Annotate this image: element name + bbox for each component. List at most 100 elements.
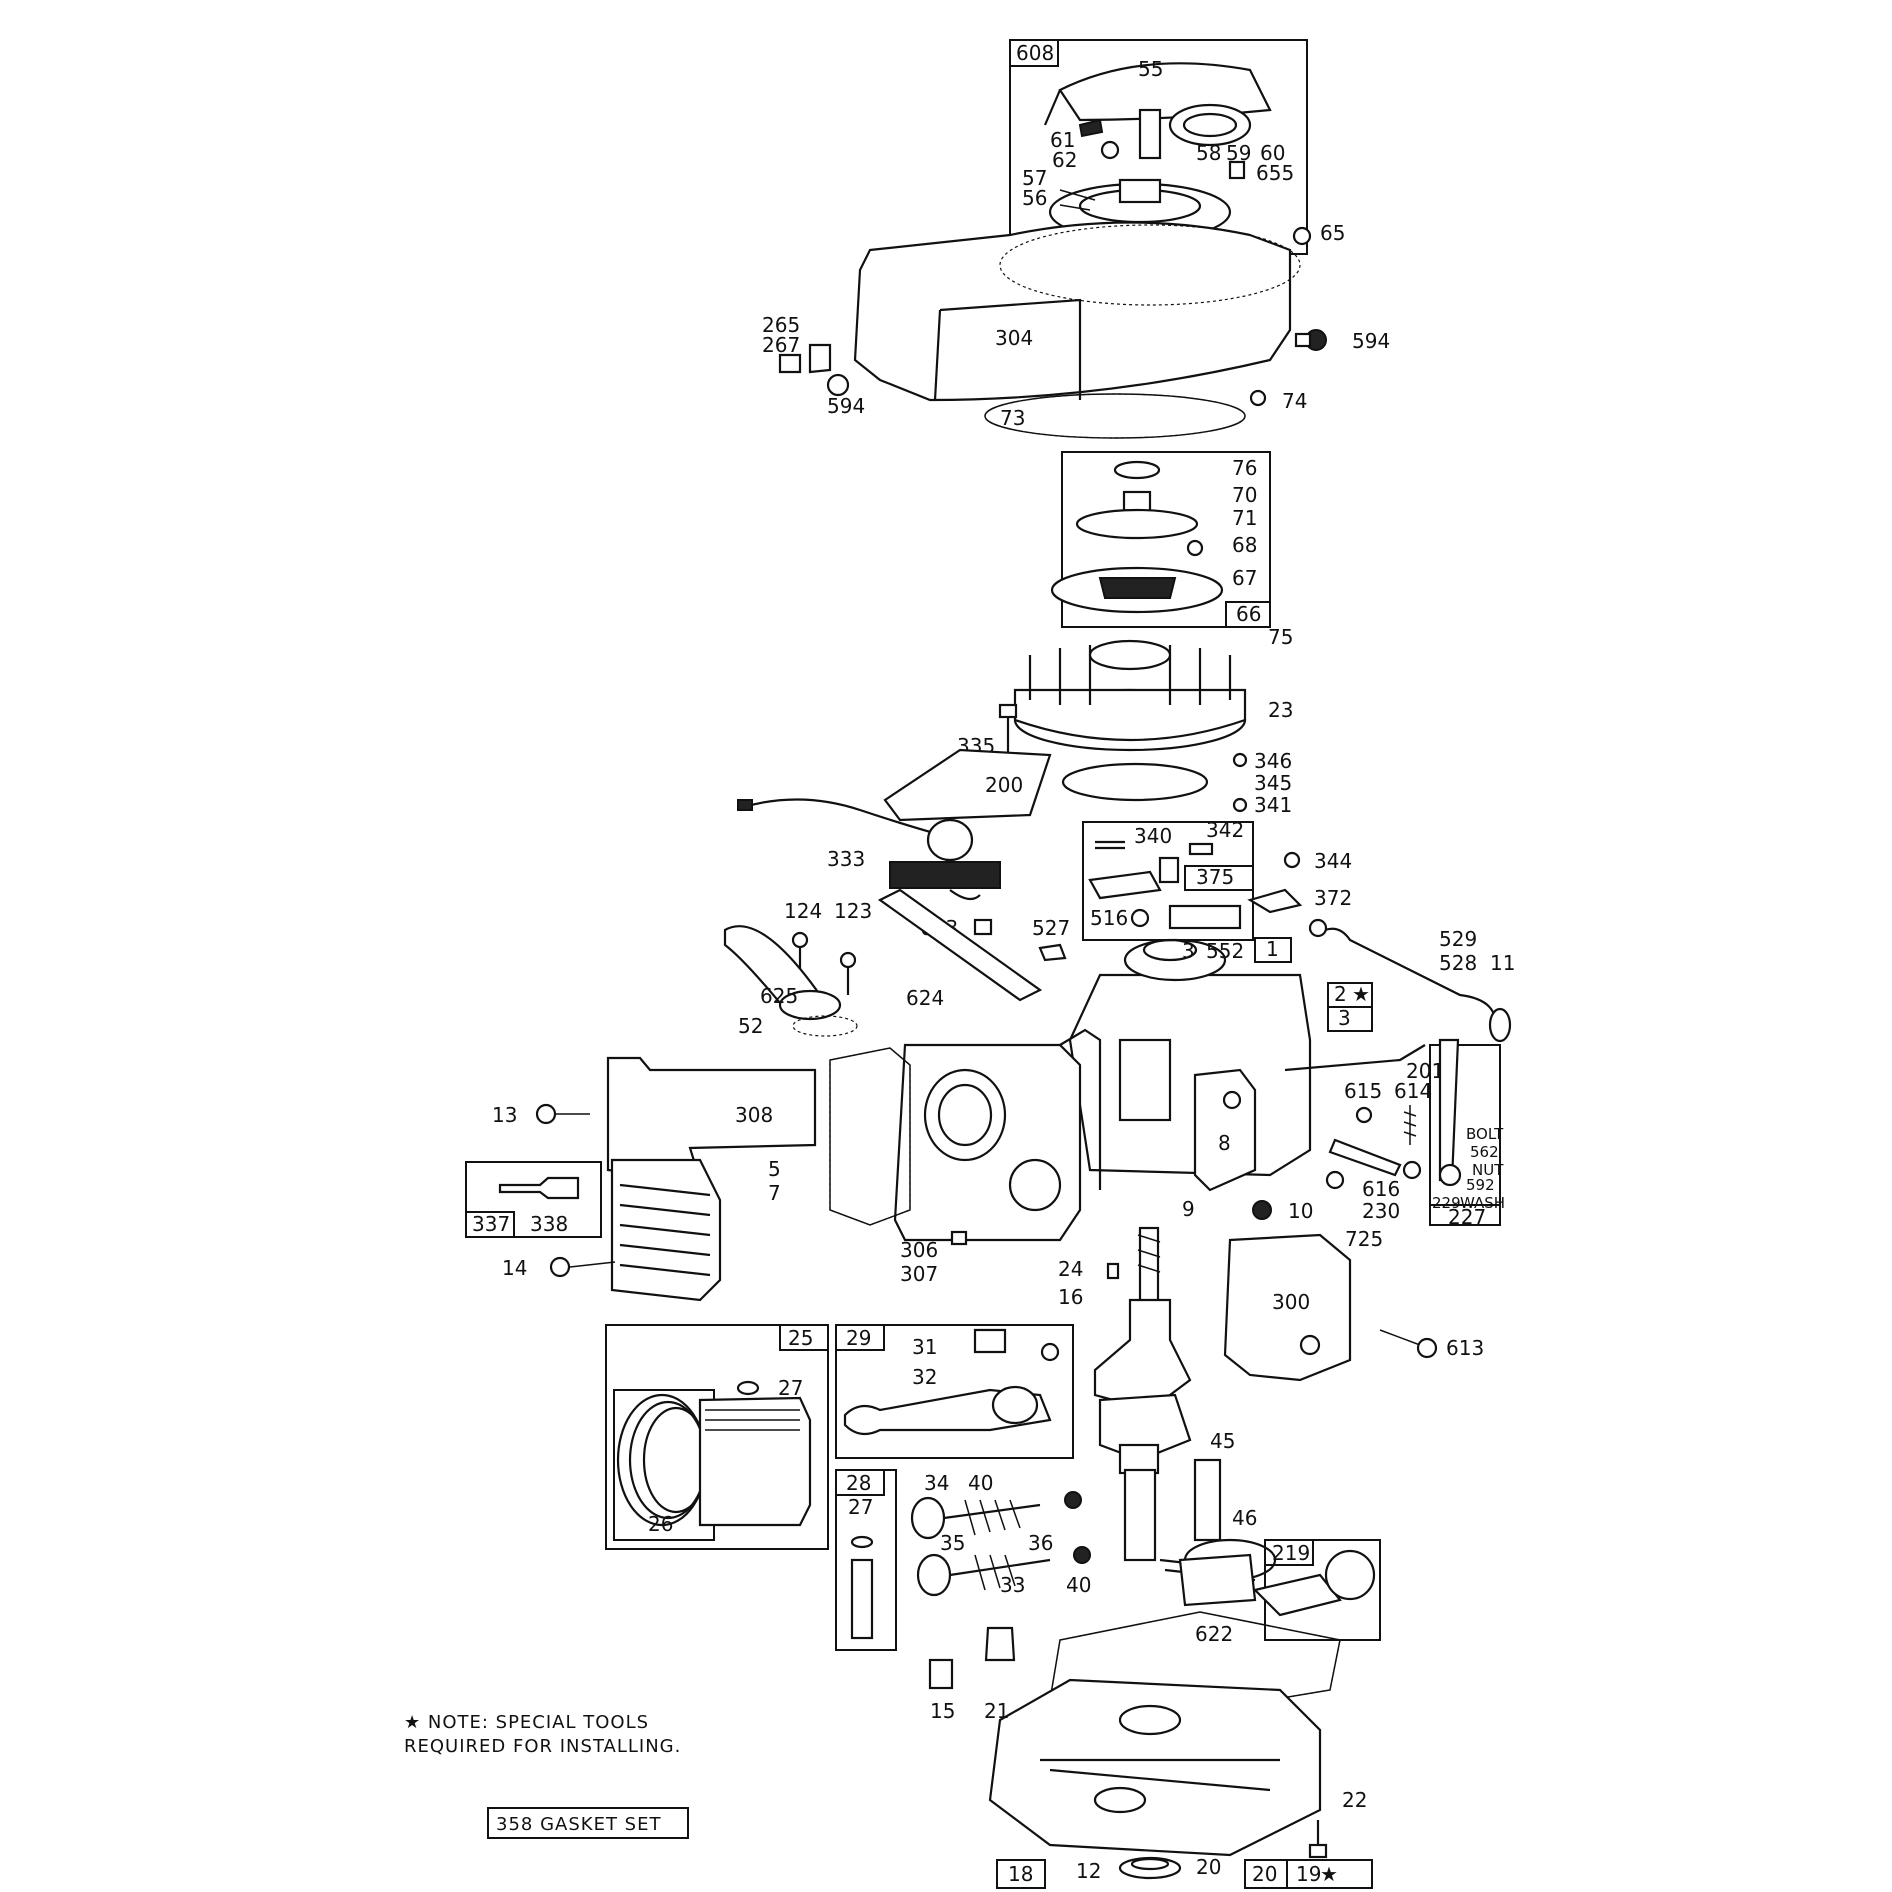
cam-gear [1178, 1553, 1257, 1607]
label-306: 306 [900, 1238, 938, 1262]
notes-group: ★ NOTE: SPECIAL TOOLS REQUIRED FOR INSTA… [404, 1712, 689, 1839]
sump-group: 622 15 21 22 20 12 18 20 19 ★ [928, 1611, 1373, 1889]
label-29: 29 [846, 1326, 871, 1350]
label-22: 22 [1342, 1788, 1367, 1812]
label-307: 307 [900, 1262, 938, 1286]
connecting-rod-group: 29 31 32 [835, 1324, 1074, 1459]
label-11: 11 [1490, 951, 1515, 975]
label-46: 46 [1232, 1506, 1257, 1530]
label-28: 28 [846, 1471, 871, 1495]
label-36: 36 [1028, 1531, 1053, 1555]
label-337: 337 [472, 1212, 510, 1236]
ignition-coil [889, 861, 1001, 889]
label-123: 123 [834, 899, 872, 923]
label-19: 19 [1296, 1862, 1321, 1886]
label-65: 65 [1320, 221, 1345, 245]
blower-housing [853, 221, 1292, 402]
label-592: 592 [1466, 1176, 1495, 1194]
governor-link [877, 888, 1043, 1002]
label-308: 308 [735, 1103, 773, 1127]
star-2: ★ [1352, 982, 1370, 1006]
label-201: 201 [1406, 1059, 1444, 1083]
label-552: 552 [1206, 939, 1244, 963]
label-5: 5 [768, 1157, 781, 1181]
label-622: 622 [1195, 1622, 1233, 1646]
label-3-box: 3 [1338, 1006, 1351, 1030]
label-20-seal: 20 [1196, 1855, 1221, 1879]
clutch-assembly-group: 66 76 70 71 68 67 [1050, 451, 1271, 628]
label-594-right: 594 [1352, 329, 1390, 353]
label-62: 62 [1052, 148, 1077, 172]
label-27-bottom: 27 [848, 1495, 873, 1519]
label-345: 345 [1254, 771, 1292, 795]
label-16: 16 [1058, 1285, 1083, 1309]
label-27-top: 27 [778, 1376, 803, 1400]
label-25: 25 [788, 1326, 813, 1350]
label-33: 33 [1000, 1573, 1025, 1597]
spark-plug [498, 1176, 580, 1200]
label-70: 70 [1232, 483, 1257, 507]
label-box-3 [1327, 1006, 1373, 1032]
label-527: 527 [1032, 916, 1070, 940]
label-725: 725 [1345, 1227, 1383, 1251]
star-19: ★ [1320, 1862, 1338, 1886]
label-12: 12 [1076, 1859, 1101, 1883]
label-219: 219 [1272, 1541, 1310, 1565]
label-box-20-19 [1244, 1859, 1373, 1889]
label-616: 616 [1362, 1177, 1400, 1201]
label-73: 73 [1000, 406, 1025, 430]
label-615: 615 [1344, 1079, 1382, 1103]
label-375: 375 [1196, 865, 1234, 889]
label-344: 344 [1314, 849, 1352, 873]
shield [883, 748, 1052, 822]
label-9: 9 [1182, 1197, 1195, 1221]
gasket-set-box [487, 1807, 689, 1839]
label-529: 529 [1439, 927, 1477, 951]
sump [988, 1678, 1322, 1857]
label-box-337 [465, 1211, 515, 1238]
label-61: 61 [1050, 128, 1075, 152]
label-box-25 [779, 1324, 829, 1351]
label-box-219 [1264, 1539, 1314, 1566]
label-40-top: 40 [968, 1471, 993, 1495]
label-box-66 [1225, 601, 1271, 628]
label-594-left: 594 [827, 394, 865, 418]
label-528: 528 [1439, 951, 1477, 975]
label-333: 333 [827, 847, 865, 871]
label-342: 342 [1206, 818, 1244, 842]
label-20-box: 20 [1252, 1862, 1277, 1886]
label-bolt: BOLT [1466, 1125, 1504, 1143]
piston-box [605, 1324, 829, 1550]
label-8: 8 [1218, 1131, 1231, 1155]
flywheel-group: 75 23 335 [957, 625, 1293, 758]
label-267: 267 [762, 333, 800, 357]
label-346: 346 [1254, 749, 1292, 773]
label-14: 14 [502, 1256, 527, 1280]
label-304: 304 [995, 326, 1033, 350]
label-15: 15 [930, 1699, 955, 1723]
label-23: 23 [1268, 698, 1293, 722]
label-613: 613 [1446, 1336, 1484, 1360]
label-66: 66 [1236, 602, 1261, 626]
label-1: 1 [1266, 937, 1279, 961]
label-45: 45 [1210, 1429, 1235, 1453]
label-32: 32 [912, 1365, 937, 1389]
label-31: 31 [912, 1335, 937, 1359]
label-40-bottom: 40 [1066, 1573, 1091, 1597]
label-box-375 [1184, 865, 1254, 891]
label-614: 614 [1394, 1079, 1432, 1103]
label-227: 227 [1448, 1205, 1486, 1229]
crankcase [1068, 973, 1312, 1177]
label-60: 60 [1260, 141, 1285, 165]
label-24: 24 [1058, 1257, 1083, 1281]
starter-assembly-group: 608 55 61 62 58 59 60 655 57 56 [1009, 39, 1308, 255]
label-608: 608 [1016, 41, 1054, 65]
label-300: 300 [1272, 1290, 1310, 1314]
label-340: 340 [1134, 824, 1172, 848]
label-68: 68 [1232, 533, 1257, 557]
label-75: 75 [1268, 625, 1293, 649]
cylinder-group: 124 123 625 52 623 624 527 3 552 1 2 ★ 3… [465, 888, 1515, 1382]
label-13: 13 [492, 1103, 517, 1127]
blower-housing-group: 304 65 594 265 267 594 73 74 [762, 221, 1390, 439]
